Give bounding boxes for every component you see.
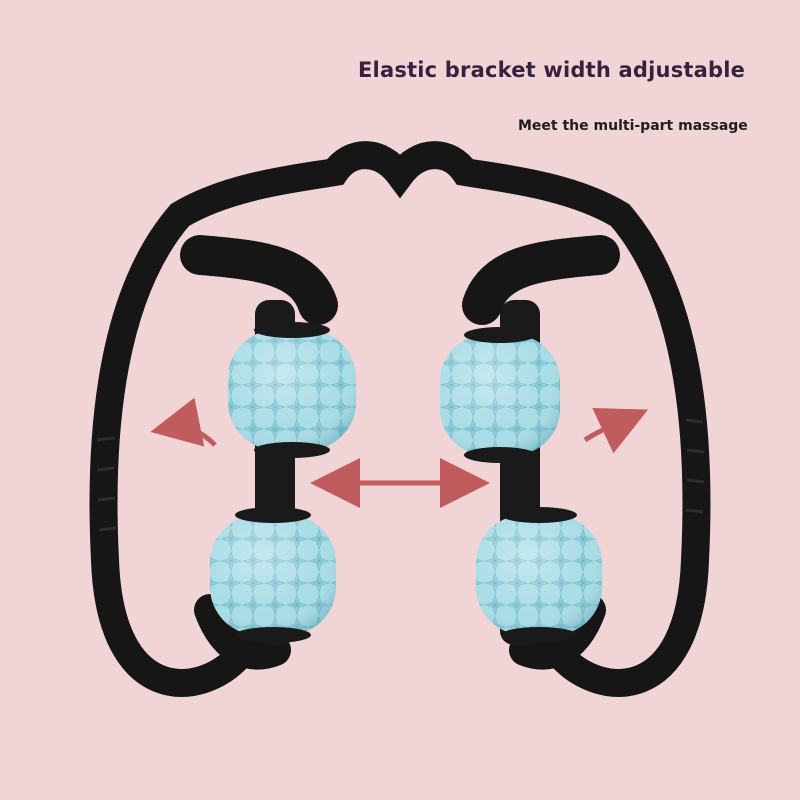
roller-bottom-left: [210, 507, 336, 643]
left-lower-hook: [194, 594, 291, 670]
grip-marks-right: [685, 418, 705, 514]
right-upper-arm: [462, 235, 620, 325]
subline-caption: Meet the multi-part massage: [518, 118, 748, 134]
right-curved-arrow: [583, 408, 649, 454]
grip-marks-left: [96, 436, 117, 532]
roller-bottom-right: [476, 507, 602, 643]
left-curved-arrow: [150, 397, 217, 447]
roller-top-right: [440, 327, 560, 463]
roller-top-left: [228, 322, 356, 458]
left-upper-arm: [180, 235, 338, 325]
headline-caption: Elastic bracket width adjustable: [358, 58, 746, 82]
bracket-frame: [89, 141, 711, 697]
